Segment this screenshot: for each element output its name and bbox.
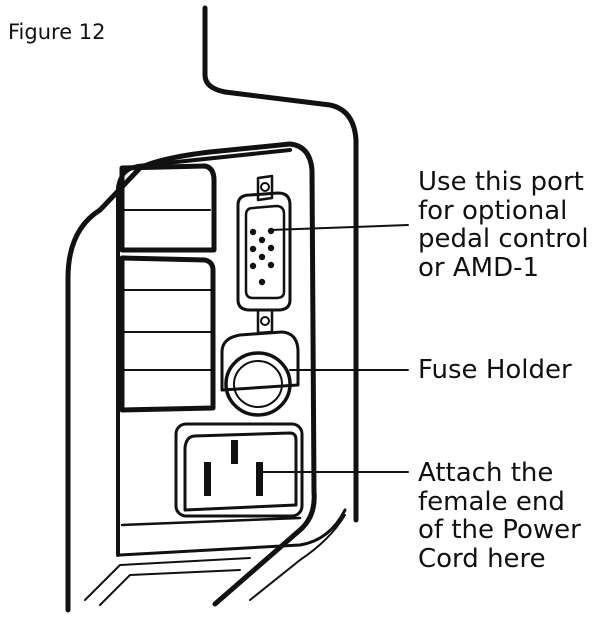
db9-top-screw <box>256 174 274 202</box>
housing-outline-top <box>202 5 359 523</box>
db9-pin <box>258 253 266 261</box>
callout-fuse-line: Fuse Holder <box>418 355 572 385</box>
callout-power-line: Attach the <box>418 458 554 488</box>
db9-pin <box>267 227 275 235</box>
callout-power: Attach the female end of the Power Cord … <box>418 459 581 573</box>
db9-pin <box>249 245 257 253</box>
db9-pin <box>258 236 266 244</box>
power-inlet-outer <box>174 422 304 518</box>
callout-power-line: of the Power <box>418 515 581 545</box>
db9-bottom-screw-hole <box>260 316 270 326</box>
db9-pin <box>267 261 275 269</box>
power-prong-right <box>256 462 263 496</box>
leader-line-port <box>269 224 409 231</box>
db9-face <box>244 204 286 300</box>
flange-line-2 <box>120 516 302 527</box>
db9-pin <box>249 262 257 270</box>
db9-shell <box>236 191 292 312</box>
db9-pin <box>249 228 257 236</box>
flange-line-1 <box>118 508 347 557</box>
callout-port: Use this port for optional pedal control… <box>418 168 589 282</box>
flange-line-4 <box>99 569 241 606</box>
callout-power-line: female end <box>418 486 565 517</box>
power-prong-left <box>204 462 211 496</box>
db9-pin <box>267 244 275 252</box>
switch-block-upper <box>119 163 217 253</box>
switch-block-lower <box>119 255 216 413</box>
figure-title: Figure 12 <box>8 20 106 44</box>
callout-power-line: Cord here <box>418 543 546 574</box>
db9-top-screw-hole <box>260 182 270 192</box>
db9-pin <box>258 278 266 286</box>
callout-port-line: Use this port <box>418 167 584 197</box>
callout-port-line: or AMD-1 <box>418 252 540 283</box>
callout-fuse: Fuse Holder <box>418 356 572 385</box>
fuse-holder-cap <box>224 351 292 417</box>
callout-port-line: for optional <box>418 195 568 226</box>
flange-line-5 <box>249 514 346 601</box>
flange-line-3 <box>84 557 251 601</box>
power-prong-ground <box>231 440 238 464</box>
body-outline-left <box>65 141 317 613</box>
callout-port-line: pedal control <box>418 224 589 254</box>
fuse-holder-body <box>220 330 300 392</box>
power-inlet-inner <box>183 431 298 512</box>
